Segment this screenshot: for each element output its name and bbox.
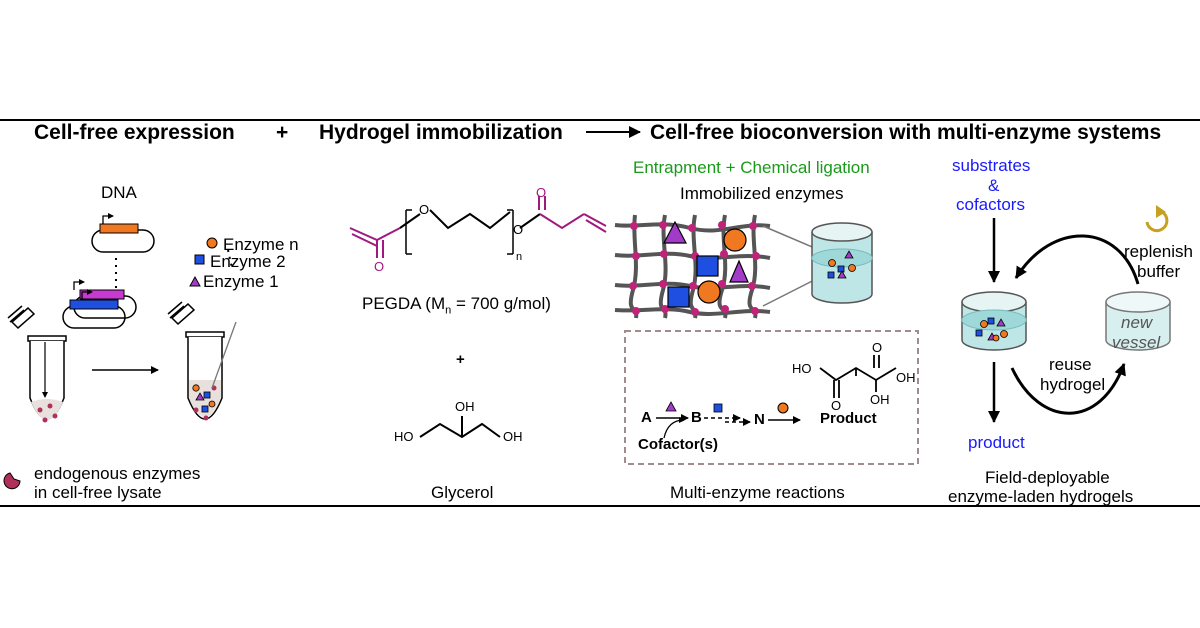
glycerol-structure <box>419 416 501 439</box>
pegda-atom-o-bottom: O <box>374 259 385 274</box>
pegda-suffix: = 700 g/mol) <box>451 294 551 313</box>
bottom-divider <box>0 505 1200 507</box>
new-vessel-vessel: vessel <box>1112 333 1161 352</box>
multi-enzyme-caption: Multi-enzyme reactions <box>670 483 845 502</box>
header-hydrogel-immobilization: Hydrogel immobilization <box>319 121 563 144</box>
header-bioconversion: Cell-free bioconversion with multi-enzym… <box>650 121 1162 144</box>
reuse-cycle-icon <box>1145 205 1169 233</box>
product-label: Product <box>820 410 877 427</box>
new-vessel-new: new <box>1121 313 1153 332</box>
malic-acid-structure <box>819 355 897 398</box>
malic-oh-bottom: OH <box>870 392 890 407</box>
pegda-structure <box>349 196 607 258</box>
pegda-subscript: n <box>445 304 452 317</box>
pegda-atom-o-right: O <box>513 222 524 237</box>
reaction-b: B <box>691 409 702 426</box>
glycerol-ho-left: HO <box>394 429 414 444</box>
hydrogel-reuse-label: hydrogel <box>1040 375 1106 394</box>
enzyme-laden-caption: enzyme-laden hydrogels <box>948 487 1134 506</box>
plasmid-stack <box>62 279 137 329</box>
top-divider <box>0 119 1200 121</box>
new-vessel <box>1105 291 1171 351</box>
endogenous-enzyme-icon <box>3 472 21 490</box>
pegda-atom-o-left: O <box>419 202 430 217</box>
glycerol-oh-top: OH <box>455 399 475 414</box>
product-blue-label: product <box>968 433 1025 452</box>
buffer-label: buffer <box>1137 262 1181 281</box>
enzyme-1-label: Enzyme 1 <box>203 272 279 291</box>
cofactors-blue-label: cofactors <box>956 195 1025 214</box>
enzyme-n-label: Enzyme n <box>223 235 299 254</box>
reaction-box <box>624 330 919 465</box>
reaction-a: A <box>641 409 652 426</box>
glycerol-oh-right: OH <box>503 429 523 444</box>
field-deployable-caption: Field-deployable <box>985 468 1110 487</box>
tube-right <box>167 301 237 421</box>
entrapment-title: Entrapment + Chemical ligation <box>633 158 870 177</box>
malic-oh-right: OH <box>896 370 916 385</box>
pegda-prefix: PEGDA (M <box>362 294 446 313</box>
enzyme-dotted <box>227 249 233 269</box>
malic-ho: HO <box>792 361 812 376</box>
amp-label: & <box>988 176 1000 195</box>
pegda-label: PEGDA (Mn = 700 g/mol) <box>362 295 551 316</box>
reaction-n: N <box>754 411 765 428</box>
cofactors-label: Cofactor(s) <box>638 436 719 453</box>
reuse-arrow <box>1010 363 1126 415</box>
enzyme-2-marker <box>194 254 205 265</box>
immobilized-enzymes-label: Immobilized enzymes <box>680 184 844 203</box>
legend-lysate: in cell-free lysate <box>34 483 162 502</box>
replenish-arrow <box>1014 234 1140 285</box>
malic-o-left: O <box>831 398 842 413</box>
header-plus: + <box>276 121 289 144</box>
panel2-plus: + <box>456 351 465 368</box>
pegda-repeat-n: n <box>516 251 523 263</box>
replenish-label: replenish <box>1124 242 1193 261</box>
glycerol-label: Glycerol <box>431 483 494 502</box>
enzyme-2-label: Enzyme 2 <box>210 252 286 271</box>
header-cell-free-expression: Cell-free expression <box>34 121 235 144</box>
enzyme-n-marker <box>206 237 218 249</box>
reaction-scheme <box>656 401 801 439</box>
substrates-label: substrates <box>952 156 1031 175</box>
legend-endogenous: endogenous enzymes <box>34 464 201 483</box>
dna-label: DNA <box>101 183 137 202</box>
small-hydrogel-vessel <box>811 222 873 304</box>
plasmid-top <box>91 213 155 253</box>
enzyme-1-marker <box>189 275 201 287</box>
malic-o-top: O <box>872 340 883 355</box>
pegda-atom-o-top: O <box>536 185 547 200</box>
reuse-label: reuse <box>1049 355 1092 374</box>
network-nodes <box>629 221 760 316</box>
hydrogel-vessel-main <box>961 291 1027 351</box>
network-enzymes <box>663 220 749 308</box>
tube-left <box>7 305 67 423</box>
